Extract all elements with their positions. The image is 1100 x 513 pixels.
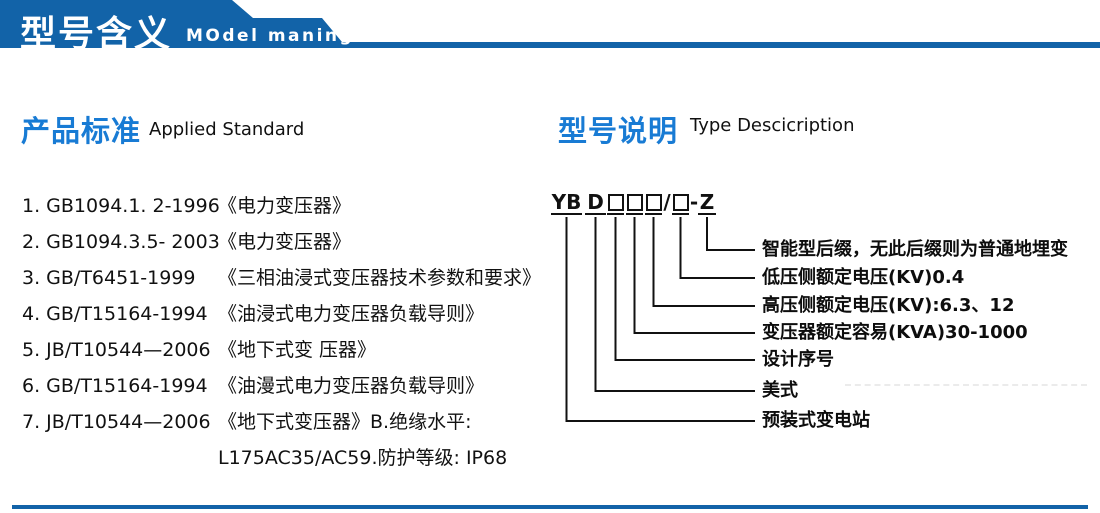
connector-line (614, 217, 755, 361)
page-title: 型号含义 (20, 14, 173, 55)
model-code-part: - (689, 190, 699, 214)
standard-code: 5. JB/T10544—2006 (22, 339, 211, 361)
standard-title: 《地下式变压器》B.绝缘水平: (218, 411, 472, 433)
model-label: 高压侧额定电压(KV):6.3、12 (762, 295, 1015, 316)
standard-code: 3. GB/T6451-1999 (22, 267, 196, 289)
bottom-rule (12, 505, 1088, 509)
model-code-part: YB (551, 190, 582, 215)
standard-title: 《三相油浸式变压器技术参数和要求》 (218, 267, 542, 289)
model-heading: 型号说明 (558, 114, 679, 148)
blank-square (626, 194, 643, 211)
standard-title: 《地下式变 压器》 (218, 339, 377, 361)
standard-title: 《油浸式电力变压器负载导则》 (218, 303, 485, 325)
header-banner (0, 0, 1100, 48)
standard-item: 2. GB1094.3.5- 2003《电力变压器》 (22, 230, 351, 254)
standard-item: L175AC35/AC59.防护等级: IP68 (22, 446, 507, 470)
model-label: 设计序号 (762, 349, 834, 370)
standard-item: 7. JB/T10544—2006 《地下式变压器》B.绝缘水平: (22, 410, 471, 434)
blank-square (672, 194, 689, 211)
model-label: 美式 (762, 380, 798, 401)
standards-heading-en: Applied Standard (149, 119, 305, 140)
standard-title: 《电力变压器》 (218, 231, 352, 253)
model-label: 变压器额定容易(KVA)30-1000 (762, 322, 1028, 343)
model-label: 智能型后缀，无此后缀则为普通地埋变 (762, 239, 1068, 260)
scan-artifact (845, 384, 1087, 386)
standard-code: 2. GB1094.3.5- 2003 (22, 231, 220, 253)
page-subtitle: MOdel maning (186, 26, 355, 46)
model-label: 低压侧额定电压(KV)0.4 (762, 267, 965, 288)
banner-shape (0, 0, 1100, 48)
model-code-box (645, 192, 662, 215)
connector-line (652, 217, 755, 307)
connector-line (633, 217, 755, 334)
standard-item: 3. GB/T6451-1999 《三相油浸式变压器技术参数和要求》 (22, 266, 541, 290)
standard-code: 4. GB/T15164-1994 (22, 303, 208, 325)
connector-line (594, 217, 755, 392)
model-code-part: D (585, 192, 606, 215)
connector-line (679, 217, 755, 279)
model-code-box (672, 192, 689, 215)
blank-square (607, 194, 624, 211)
standards-heading: 产品标准 (21, 114, 142, 148)
model-code-part: / (663, 190, 671, 214)
standard-item: 5. JB/T10544—2006 《地下式变 压器》 (22, 338, 376, 362)
standard-item: 1. GB1094.1. 2-1996《电力变压器》 (22, 194, 351, 218)
standard-title: 《油漫式电力变压器负载导则》 (218, 375, 485, 397)
standard-title: L175AC35/AC59.防护等级: IP68 (218, 447, 508, 469)
standard-item: 6. GB/T15164-1994 《油漫式电力变压器负载导则》 (22, 374, 484, 398)
model-code-box (626, 192, 643, 215)
standard-title: 《电力变压器》 (218, 195, 352, 217)
connector-line (565, 217, 755, 422)
model-heading-en: Type Descicription (690, 115, 855, 136)
standard-item: 4. GB/T15164-1994 《油浸式电力变压器负载导则》 (22, 302, 484, 326)
standard-code: 6. GB/T15164-1994 (22, 375, 208, 397)
standard-code: 1. GB1094.1. 2-1996 (22, 195, 220, 217)
blank-square (645, 194, 662, 211)
model-code-part: Z (698, 190, 716, 215)
model-code-box (607, 192, 624, 215)
model-label: 预装式变电站 (762, 410, 870, 431)
standard-code: 7. JB/T10544—2006 (22, 411, 211, 433)
connector-line (706, 217, 755, 251)
